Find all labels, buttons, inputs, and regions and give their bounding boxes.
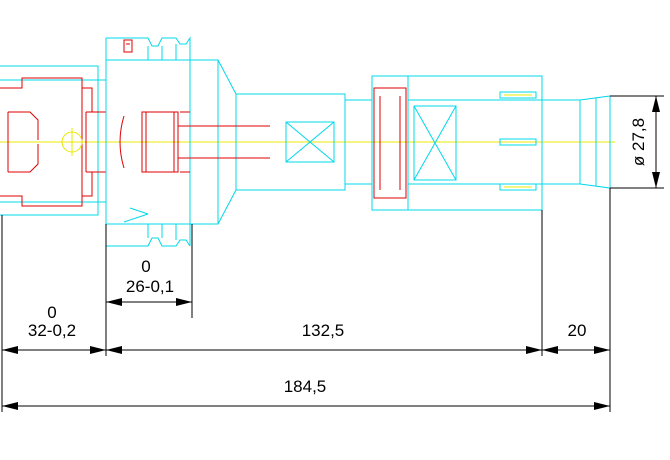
cross-symbol-right [413,105,457,181]
dim-diameter-value: ø 27,8 [629,118,648,166]
extension-lines [1,95,664,412]
body-slots [499,91,537,191]
cross-symbol-left [285,121,335,163]
tip-outline [542,95,611,189]
clamp-outline [190,59,346,225]
dim-collar-length: 0 26-0,1 [106,257,192,306]
dim-overall-value: 184,5 [284,377,327,396]
coupling-red-detail [373,87,407,199]
dim-shank-length: 0 32-0,2 [2,303,106,354]
dim-shank-upper: 0 [47,303,56,322]
dim-tip-diameter: ø 27,8 [629,96,660,188]
dim-overall-length: 184,5 [2,377,610,410]
dim-tip-value: 20 [568,321,587,340]
collar-red-detail [123,39,133,53]
dim-collar-upper: 0 [141,257,150,276]
body-outline [407,75,543,211]
shank-inner-detail [0,77,106,207]
collar-outline [105,36,191,247]
dim-body-length: 132,5 [106,321,542,354]
dim-shank-lower: 32-0,2 [28,321,76,340]
clamp-red-detail [119,111,270,173]
coupling-outline [345,75,409,211]
dim-tip-length: 20 [542,321,610,354]
dim-collar-lower: 26-0,1 [126,277,174,296]
dim-body-value: 132,5 [302,321,345,340]
